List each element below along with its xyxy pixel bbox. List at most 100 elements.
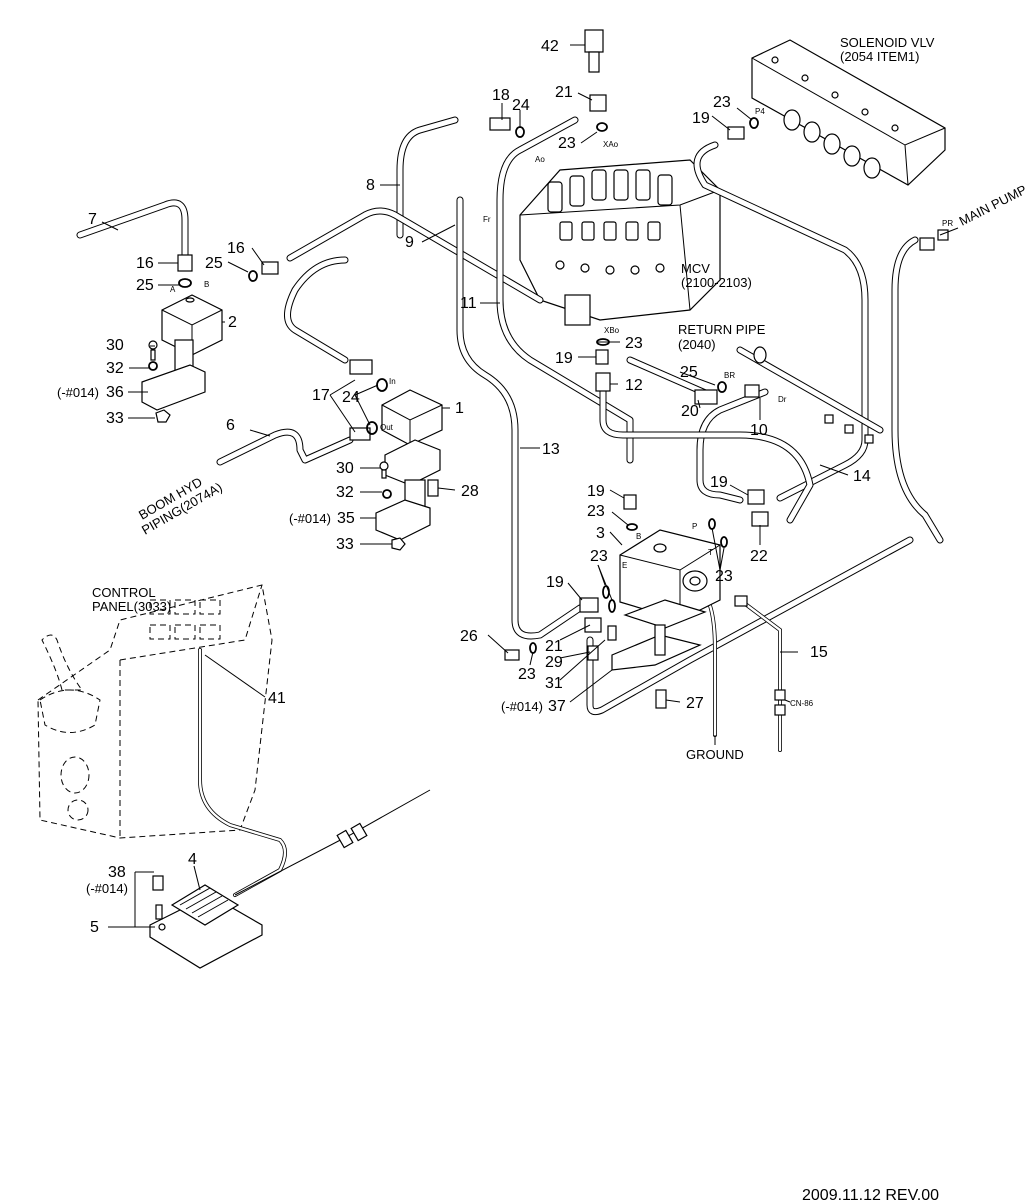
callout-41: 41 <box>268 690 286 707</box>
callout-21: 21 <box>545 638 563 655</box>
callout-numbers: 42 21 23 18 24 19 23 8 7 16 25 25 16 2 3… <box>57 38 871 936</box>
solenoid-valve <box>751 39 946 186</box>
callout-27: 27 <box>686 695 704 712</box>
callout-23: 23 <box>715 568 733 585</box>
callout-23: 23 <box>518 666 536 683</box>
control-panel-housing <box>37 584 273 839</box>
return-pipe-ref: (2040) <box>678 337 716 352</box>
callout-19: 19 <box>546 574 564 591</box>
callout-30: 30 <box>336 460 354 477</box>
port-dr-label: Dr <box>778 395 787 404</box>
callout-11: 11 <box>460 295 477 312</box>
port-e-label: E <box>622 561 627 570</box>
port-b2-label: B <box>636 532 641 541</box>
main-pump-label: MAIN PUMP <box>957 182 1029 229</box>
callout-19: 19 <box>587 483 605 500</box>
callout-3: 3 <box>596 525 605 542</box>
port-in-label: In <box>389 377 396 386</box>
callout-1: 1 <box>455 400 464 417</box>
callout-19: 19 <box>710 474 728 491</box>
revision-footer: 2009.11.12 REV.00 <box>802 1187 939 1200</box>
callout-23: 23 <box>713 94 731 111</box>
callout-12: 12 <box>625 377 643 394</box>
callout-16: 16 <box>227 240 245 257</box>
solenoid-valve-label: SOLENOID VLV <box>840 35 935 50</box>
callout-6: 6 <box>226 417 235 434</box>
callout-20: 20 <box>681 403 699 420</box>
callout-8: 8 <box>366 177 375 194</box>
port-out-label: Out <box>380 423 394 432</box>
callout-23: 23 <box>558 135 576 152</box>
callout-24: 24 <box>512 97 530 114</box>
mcv-label: MCV <box>681 261 710 276</box>
callout-25: 25 <box>136 277 154 294</box>
callout-25: 25 <box>205 255 223 272</box>
solenoid-valve-ref: (2054 ITEM1) <box>840 49 919 64</box>
callout-26: 26 <box>460 628 478 645</box>
ground-label: GROUND <box>686 747 744 762</box>
callout-37: 37 <box>548 698 566 715</box>
callout-22: 22 <box>750 548 768 565</box>
port-a-label: A <box>170 285 176 294</box>
callout-25: 25 <box>680 364 698 381</box>
callout-9: 9 <box>405 234 414 251</box>
callout-19: 19 <box>555 350 573 367</box>
control-panel-label: CONTROL <box>92 585 156 600</box>
control-panel-ref: PANEL(3033) <box>92 599 171 614</box>
callout-16: 16 <box>136 255 154 272</box>
callout-29: 29 <box>545 654 563 671</box>
callout-18: 18 <box>492 87 510 104</box>
connector-cn86-label: CN-86 <box>790 699 814 708</box>
pedal-assembly <box>149 875 263 969</box>
callout-5: 5 <box>90 919 99 936</box>
hoses <box>76 116 944 897</box>
leader-lines <box>101 44 959 928</box>
port-p4-label: P4 <box>755 107 765 116</box>
fittings <box>177 29 949 716</box>
port-labels: A B XAo Ao Fr XBo P4 PR BR Dr In Out B P… <box>170 107 953 708</box>
callout-23: 23 <box>587 503 605 520</box>
callout-17: 17 <box>312 387 330 404</box>
port-xao-label: XAo <box>603 140 619 149</box>
callout-33: 33 <box>336 536 354 553</box>
callout-13: 13 <box>542 441 560 458</box>
port-xbo-label: XBo <box>604 326 620 335</box>
port-pr-label: PR <box>942 219 953 228</box>
callout-2: 2 <box>228 314 237 331</box>
callout-15: 15 <box>810 644 828 661</box>
callout-28: 28 <box>461 483 479 500</box>
callout-32: 32 <box>106 360 124 377</box>
callout-7: 7 <box>88 211 97 228</box>
joystick <box>39 634 101 733</box>
callout-38: 38 <box>108 864 126 881</box>
callout-33: 33 <box>106 410 124 427</box>
callout-10: 10 <box>750 422 768 439</box>
callout-42: 42 <box>541 38 559 55</box>
port-p-label: P <box>692 522 697 531</box>
callout-24: 24 <box>342 389 360 406</box>
shuttle-valve-1 <box>375 389 443 551</box>
callout-23: 23 <box>625 335 643 352</box>
shuttle-valve-2 <box>141 294 223 423</box>
mcv-ref: (2100-2103) <box>681 275 752 290</box>
callout-4: 4 <box>188 851 197 868</box>
callout-32: 32 <box>336 484 354 501</box>
callout-38-variant: (-#014) <box>86 881 128 896</box>
callout-36: 36 <box>106 384 124 401</box>
callout-21: 21 <box>555 84 573 101</box>
callout-31: 31 <box>545 675 563 692</box>
valve-3 <box>611 529 721 671</box>
callout-19: 19 <box>692 110 710 127</box>
port-b-label: B <box>204 280 209 289</box>
port-t-label: T <box>708 548 713 557</box>
main-control-valve <box>519 159 721 326</box>
port-ao-label: Ao <box>535 155 545 164</box>
port-br-label: BR <box>724 371 735 380</box>
callout-36-variant: (-#014) <box>57 385 99 400</box>
callout-30: 30 <box>106 337 124 354</box>
return-pipe-label: RETURN PIPE <box>678 322 766 337</box>
callout-23: 23 <box>590 548 608 565</box>
callout-14: 14 <box>853 468 871 485</box>
callout-35: 35 <box>337 510 355 527</box>
